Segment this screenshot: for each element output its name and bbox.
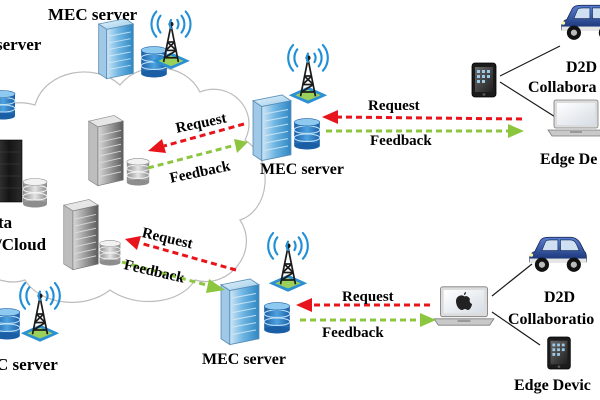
mec-server-label: C server [0, 355, 58, 374]
d2d-links-top [499, 45, 561, 121]
feedback-arrow [300, 313, 436, 327]
cloud-label: ta [0, 213, 13, 232]
cloud-label: /Cloud [0, 235, 47, 254]
d2d-links-bottom [491, 263, 541, 346]
database-icon [0, 308, 21, 340]
car-icon [528, 236, 587, 273]
request-arrow [296, 298, 430, 312]
request-label: Request [342, 289, 394, 305]
d2d-label: D2D [566, 59, 598, 76]
mec-server-label: MEC server [260, 161, 344, 178]
mec-server-icon [220, 278, 260, 346]
d2d-collaboration-label: Collaboratio [508, 311, 595, 328]
database-icon [0, 90, 16, 120]
mec-server-icon [252, 94, 292, 162]
edge-devices-label: Edge Devic [514, 377, 591, 394]
mec-server-label: server [0, 35, 42, 54]
apple-logo-icon [456, 292, 472, 310]
database-icon [293, 118, 321, 150]
request-label: Request [368, 98, 420, 114]
mec-server-icon [98, 18, 134, 80]
feedback-arrow [147, 139, 248, 170]
cell-tower-icon [267, 232, 309, 293]
feedback-arrow [326, 124, 524, 138]
rack-server-dark-icon [0, 139, 23, 203]
database-icon [263, 302, 291, 334]
rack-server-icon [63, 198, 99, 271]
tablet-icon [471, 62, 497, 98]
database-icon [99, 240, 121, 266]
database-icon [126, 158, 150, 186]
cell-tower-icon [287, 44, 329, 105]
cell-tower-icon [150, 10, 192, 71]
mec-server-label: MEC server [48, 5, 138, 24]
cell-tower-icon [19, 282, 61, 343]
feedback-arrow [121, 260, 225, 293]
request-arrow [148, 122, 245, 153]
tablet-icon [547, 336, 571, 370]
cloud-outline [0, 67, 266, 303]
d2d-collaboration-label: Collabora [528, 79, 597, 96]
database-icon [22, 178, 48, 208]
mec-server-label: MEC server [202, 351, 286, 368]
request-arrow [322, 110, 523, 124]
edge-devices-label: Edge De [540, 151, 598, 168]
rack-server-icon [88, 114, 124, 187]
feedback-label: Feedback [370, 133, 432, 149]
feedback-label: Feedback [322, 325, 384, 341]
car-icon [560, 4, 600, 41]
d2d-label: D2D [544, 289, 576, 306]
laptop-icon [547, 99, 600, 137]
request-arrow [125, 236, 237, 272]
